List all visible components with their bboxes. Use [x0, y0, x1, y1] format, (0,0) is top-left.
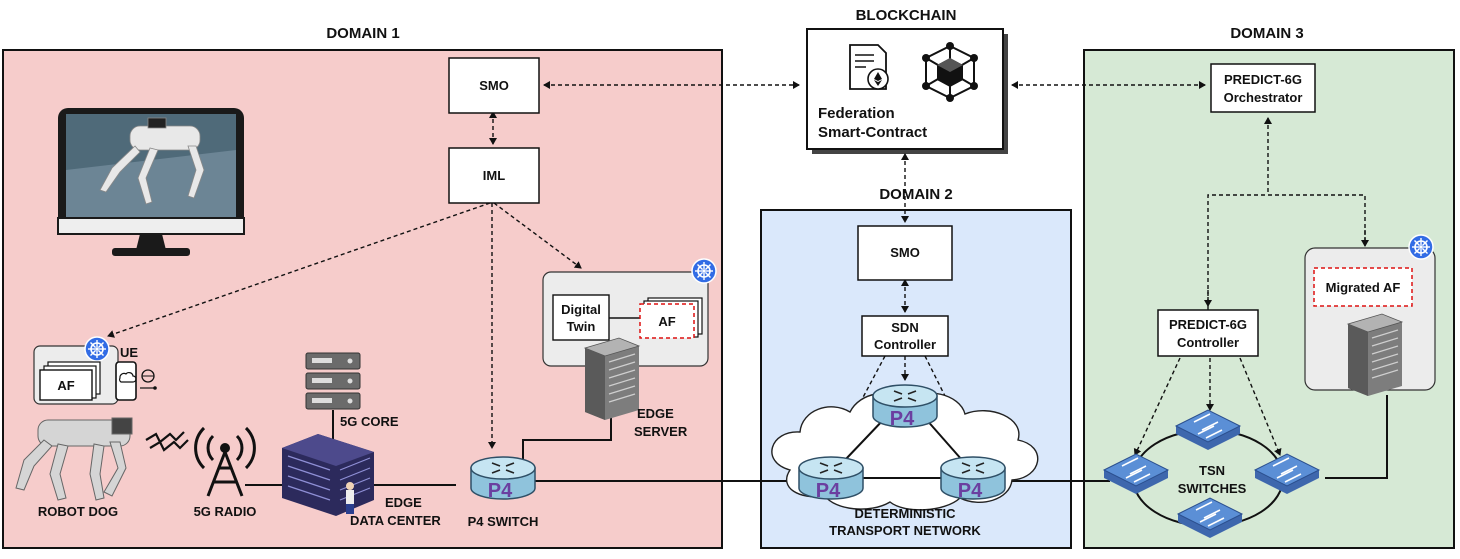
p4-router-right-logo: P4	[958, 480, 983, 502]
p4-edge-server-link	[522, 414, 612, 469]
edge-server-icon	[584, 337, 640, 421]
edge-af-box	[639, 303, 695, 339]
controller-box	[1157, 309, 1259, 357]
digital-twin-label-line1: Digital	[561, 302, 601, 317]
migrated-kubernetes-icon	[1408, 234, 1434, 260]
wireless-link-icon	[145, 431, 189, 452]
smart-contract-document-icon	[849, 44, 889, 90]
edge-datacenter-icon	[282, 434, 374, 516]
ue-kubernetes-icon	[84, 336, 110, 362]
core-label: 5G CORE	[340, 414, 399, 429]
blockchain-box	[806, 28, 1004, 150]
controller-label-line1: PREDICT-6G	[1169, 317, 1247, 332]
smo2-label: SMO	[890, 245, 920, 260]
edge-dc-label-line1: EDGE	[385, 495, 422, 510]
p4-switch-logo: P4	[488, 480, 513, 502]
ue-label: UE	[120, 345, 138, 360]
iml-label: IML	[483, 168, 505, 183]
tsn-label-line1: TSN	[1199, 463, 1225, 478]
edge-server-label-line1: EDGE	[637, 406, 674, 421]
blockchain-network-icon	[922, 42, 978, 102]
radio-label: 5G RADIO	[194, 504, 257, 519]
controller-label-line2: Controller	[1177, 335, 1239, 350]
transport-network-label-line2: TRANSPORT NETWORK	[829, 523, 981, 538]
orch-branch-horizontal	[1207, 194, 1366, 310]
sdn-router-left-link	[834, 355, 886, 451]
p4-router-top-logo: P4	[890, 408, 915, 430]
p4-switch-label: P4 SWITCH	[468, 514, 539, 529]
smo2-box	[857, 225, 953, 281]
ctrl-tsn-left-link	[1133, 357, 1181, 456]
smo1-box	[448, 57, 540, 114]
domain3-title: DOMAIN 3	[1230, 25, 1303, 42]
radio-tower-icon	[194, 426, 256, 497]
sdn-controller-box	[861, 315, 949, 357]
smartphone-cloud-icon	[115, 361, 157, 401]
ue-af-box	[39, 369, 93, 401]
migrated-server-link	[1325, 395, 1388, 479]
edge-server-label-line2: SERVER	[634, 424, 688, 439]
iml-ue-link	[107, 202, 491, 338]
robot-dog-label: ROBOT DOG	[38, 504, 118, 519]
transport-network-label-line1: DETERMINISTIC	[854, 506, 956, 521]
sdn-label-line2: Controller	[874, 337, 936, 352]
p4-router-left-logo: P4	[816, 480, 841, 502]
domain2-title: DOMAIN 2	[879, 186, 952, 203]
net-link-top-right	[924, 417, 963, 461]
ctrl-tsn-right-link	[1239, 357, 1282, 456]
migrated-af-box	[1313, 267, 1413, 307]
edge-af-label: AF	[658, 314, 675, 329]
edge-kubernetes-icon	[691, 258, 717, 284]
smo1-label: SMO	[479, 78, 509, 93]
net-link-top-left	[844, 417, 886, 461]
orchestrator-label-line2: Orchestrator	[1224, 90, 1303, 105]
blockchain-label-line1: Federation	[818, 105, 895, 122]
orchestrator-box	[1210, 63, 1316, 113]
robot-on-screen-icon	[99, 117, 205, 205]
digital-twin-box	[552, 294, 610, 341]
orchestrator-label-line1: PREDICT-6G	[1224, 72, 1302, 87]
iml-box	[448, 147, 540, 204]
edge-dc-label-line2: DATA CENTER	[350, 513, 441, 528]
monitor-icon	[57, 108, 245, 256]
blockchain-title: BLOCKCHAIN	[856, 7, 957, 24]
technician-icon	[346, 482, 354, 514]
sdn-label-line1: SDN	[891, 320, 918, 335]
core-server-rack-icon	[305, 352, 361, 410]
tsn-label-line2: SWITCHES	[1178, 481, 1247, 496]
ue-af-label: AF	[57, 378, 74, 393]
digital-twin-label-line2: Twin	[567, 319, 596, 334]
blockchain-label-line2: Smart-Contract	[818, 124, 927, 141]
robot-dog-icon	[15, 417, 133, 501]
domain1-title: DOMAIN 1	[326, 25, 399, 42]
migrated-server-icon	[1347, 313, 1403, 397]
migrated-af-label: Migrated AF	[1326, 280, 1401, 295]
